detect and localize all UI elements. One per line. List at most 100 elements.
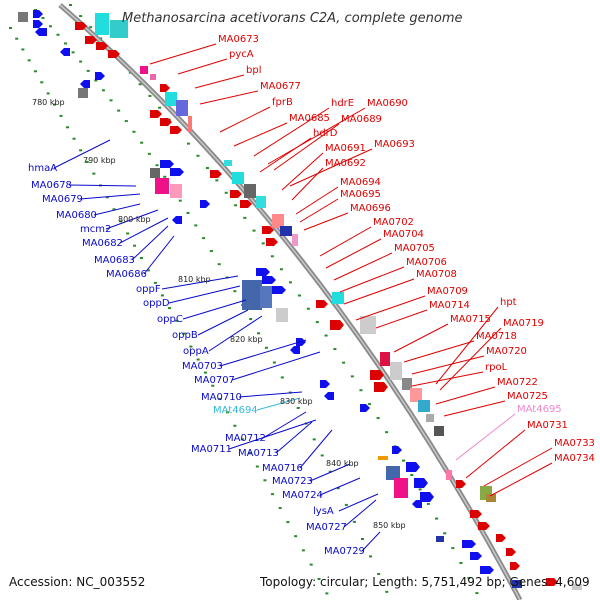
- gene-block[interactable]: [436, 536, 444, 542]
- gene-label-ma0693[interactable]: MA0693: [374, 139, 415, 150]
- gene-label-ma0711[interactable]: MA0711: [191, 444, 232, 455]
- gene-block[interactable]: [486, 494, 496, 502]
- gene-label-oppd[interactable]: oppD: [143, 298, 170, 309]
- gene-feature[interactable]: [266, 238, 278, 246]
- gene-feature[interactable]: [95, 72, 105, 80]
- gene-block[interactable]: [394, 478, 408, 498]
- gene-feature[interactable]: [60, 48, 70, 56]
- gene-block[interactable]: [272, 214, 284, 228]
- gene-block[interactable]: [150, 74, 156, 80]
- gene-label-ma0709[interactable]: MA0709: [427, 286, 468, 297]
- gene-block[interactable]: [426, 414, 434, 422]
- gene-label-bpl[interactable]: bpl: [246, 65, 261, 76]
- gene-block[interactable]: [332, 292, 344, 304]
- gene-feature[interactable]: [33, 20, 43, 28]
- gene-label-ma0731[interactable]: MA0731: [527, 420, 568, 431]
- gene-label-ma0719[interactable]: MA0719: [503, 318, 544, 329]
- gene-feature[interactable]: [420, 492, 434, 502]
- gene-label-ma0727[interactable]: MA0727: [306, 522, 347, 533]
- gene-block[interactable]: [165, 92, 177, 106]
- gene-feature[interactable]: [290, 346, 300, 354]
- gene-feature[interactable]: [470, 510, 482, 518]
- gene-feature[interactable]: [374, 382, 388, 392]
- gene-feature[interactable]: [230, 190, 242, 198]
- gene-label-hpt[interactable]: hpt: [500, 297, 517, 308]
- gene-label-ma0712[interactable]: MA0712: [225, 433, 266, 444]
- gene-feature[interactable]: [170, 168, 184, 176]
- gene-label-ma0690[interactable]: MA0690: [367, 98, 408, 109]
- gene-block[interactable]: [155, 178, 169, 194]
- gene-feature[interactable]: [200, 200, 210, 208]
- gene-feature[interactable]: [80, 80, 90, 88]
- gene-label-ma0722[interactable]: MA0722: [497, 377, 538, 388]
- gene-label-ma0679[interactable]: MA0679: [42, 194, 83, 205]
- gene-feature[interactable]: [160, 160, 174, 168]
- gene-block[interactable]: [95, 13, 109, 35]
- gene-label-ma0706[interactable]: MA0706: [406, 257, 447, 268]
- gene-label-oppa[interactable]: oppA: [183, 346, 209, 357]
- gene-label-ma0708[interactable]: MA0708: [416, 269, 457, 280]
- gene-feature[interactable]: [262, 226, 274, 234]
- gene-feature[interactable]: [414, 478, 428, 488]
- gene-label-ma0692[interactable]: MA0692: [325, 158, 366, 169]
- gene-feature[interactable]: [392, 446, 402, 454]
- gene-label-oppc[interactable]: oppC: [157, 314, 183, 325]
- gene-feature[interactable]: [240, 200, 252, 208]
- gene-block[interactable]: [176, 100, 188, 116]
- gene-block[interactable]: [110, 20, 128, 38]
- gene-block[interactable]: [292, 234, 298, 246]
- gene-feature[interactable]: [35, 28, 47, 36]
- gene-block[interactable]: [256, 196, 266, 208]
- gene-feature[interactable]: [406, 462, 420, 472]
- gene-label-ma0689[interactable]: MA0689: [341, 114, 382, 125]
- gene-label-fprb[interactable]: fprB: [272, 97, 293, 108]
- gene-label-mat4694[interactable]: MAt4694: [213, 405, 258, 416]
- gene-label-oppb[interactable]: oppB: [172, 330, 198, 341]
- gene-label-ma0683[interactable]: MA0683: [94, 255, 135, 266]
- gene-label-ma0694[interactable]: MA0694: [340, 177, 381, 188]
- gene-label-ma0702[interactable]: MA0702: [373, 217, 414, 228]
- gene-label-ma0680[interactable]: MA0680: [56, 210, 97, 221]
- gene-label-mcm2[interactable]: mcm2: [80, 224, 111, 235]
- gene-feature[interactable]: [262, 276, 276, 284]
- gene-feature[interactable]: [85, 36, 97, 44]
- gene-label-ma0723[interactable]: MA0723: [272, 476, 313, 487]
- gene-block[interactable]: [260, 286, 272, 308]
- gene-label-ma0720[interactable]: MA0720: [486, 346, 527, 357]
- gene-label-ma0686[interactable]: MA0686: [106, 269, 147, 280]
- gene-feature[interactable]: [510, 562, 520, 570]
- gene-block[interactable]: [188, 116, 192, 132]
- gene-label-ma0696[interactable]: MA0696: [350, 203, 391, 214]
- gene-label-lysa[interactable]: lysA: [313, 506, 334, 517]
- gene-feature[interactable]: [33, 10, 43, 18]
- gene-feature[interactable]: [256, 268, 270, 276]
- gene-label-ma0682[interactable]: MA0682: [82, 238, 123, 249]
- gene-label-oppf[interactable]: oppF: [136, 284, 161, 295]
- gene-feature[interactable]: [360, 404, 370, 412]
- gene-block[interactable]: [242, 280, 262, 310]
- gene-feature[interactable]: [412, 500, 422, 508]
- gene-label-pyca[interactable]: pycA: [229, 49, 254, 60]
- gene-label-ma0704[interactable]: MA0704: [383, 229, 424, 240]
- gene-block[interactable]: [280, 226, 292, 236]
- gene-block[interactable]: [390, 362, 402, 380]
- gene-label-mat4695[interactable]: MAt4695: [517, 404, 562, 415]
- gene-label-ma0705[interactable]: MA0705: [394, 243, 435, 254]
- gene-block[interactable]: [386, 466, 400, 480]
- gene-label-ma0691[interactable]: MA0691: [325, 143, 366, 154]
- gene-label-ma0707[interactable]: MA0707: [194, 375, 235, 386]
- gene-block[interactable]: [276, 308, 288, 322]
- gene-feature[interactable]: [320, 380, 330, 388]
- gene-feature[interactable]: [546, 578, 558, 586]
- gene-block[interactable]: [572, 584, 582, 590]
- gene-feature[interactable]: [172, 216, 182, 224]
- gene-block[interactable]: [360, 316, 376, 334]
- gene-label-ma0716[interactable]: MA0716: [262, 463, 303, 474]
- gene-label-hmaa[interactable]: hmaA: [28, 163, 57, 174]
- gene-label-rpol[interactable]: rpoL: [485, 362, 508, 373]
- gene-feature[interactable]: [108, 50, 120, 58]
- gene-label-ma0718[interactable]: MA0718: [476, 331, 517, 342]
- gene-feature[interactable]: [316, 300, 328, 308]
- gene-block[interactable]: [446, 470, 452, 480]
- gene-label-ma0695[interactable]: MA0695: [340, 189, 381, 200]
